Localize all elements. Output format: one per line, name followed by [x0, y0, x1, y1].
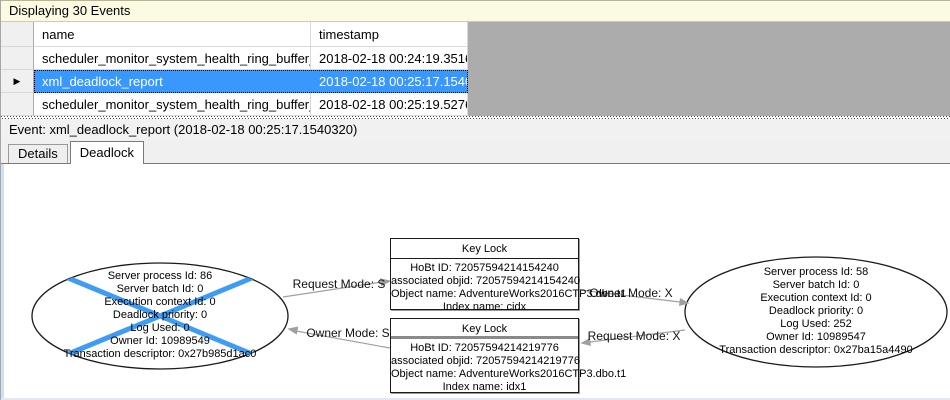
cell-timestamp[interactable]: 2018-02-18 00:25:19.5276859 — [311, 93, 468, 116]
process-node: Server process Id: 58 Server batch Id: 0… — [691, 266, 941, 357]
column-header-timestamp[interactable]: timestamp — [311, 22, 468, 47]
resource-node-key-lock-idx1: Key Lock HoBt ID: 72057594214219776 asso… — [390, 318, 627, 393]
resource-line: Object name: AdventureWorks2016CTP3.dbo.… — [391, 368, 627, 380]
deadlock-edges — [282, 278, 690, 349]
process-line: Owner Id: 10989549 — [110, 335, 210, 347]
process-line: Server batch Id: 0 — [116, 283, 204, 295]
edge-label-request-mode-x: Request Mode: X — [587, 329, 681, 343]
arrowhead-icon — [287, 326, 299, 335]
process-node-victim: Server process Id: 86 Server batch Id: 0… — [36, 270, 284, 361]
process-line: Execution context Id: 0 — [104, 296, 216, 308]
process-line: Deadlock priority: 0 — [112, 309, 208, 321]
resource-line: HoBt ID: 72057594214154240 — [410, 262, 559, 274]
cell-timestamp[interactable]: 2018-02-18 00:25:17.1540320 — [311, 70, 468, 93]
current-row-icon: ▶ — [13, 75, 21, 86]
cell-timestamp[interactable]: 2018-02-18 00:24:19.3516078 — [311, 47, 468, 70]
events-count-label: Displaying 30 Events — [9, 3, 131, 18]
grid-splitter[interactable] — [1, 116, 950, 119]
resource-node-key-lock-cidx: Key Lock HoBt ID: 72057594214154240 asso… — [390, 238, 627, 313]
detail-tabstrip: Details Deadlock — [1, 140, 950, 164]
arrowhead-icon — [678, 297, 690, 307]
cell-name[interactable]: scheduler_monitor_system_health_ring_buf… — [34, 93, 311, 116]
events-count-bar: Displaying 30 Events — [1, 0, 950, 22]
cell-name[interactable]: scheduler_monitor_system_health_ring_buf… — [34, 47, 311, 70]
edge-label-owner-mode-s: Owner Mode: S — [306, 326, 390, 340]
resource-line: HoBt ID: 72057594214219776 — [410, 342, 559, 354]
edge-label-owner-mode-x: Owner Mode: X — [589, 286, 673, 300]
events-grid: name timestamp scheduler_monitor_system_… — [1, 22, 950, 116]
process-line: Execution context Id: 0 — [760, 292, 872, 304]
process-line: Owner Id: 10989547 — [766, 331, 866, 343]
deadlock-graph-pane: Server process Id: 86 Server batch Id: 0… — [1, 164, 950, 400]
resource-line: associated objid: 72057594214154240 — [391, 275, 580, 287]
resource-line: Index name: cidx — [442, 301, 527, 313]
resource-line: Index name: idx1 — [442, 381, 527, 393]
event-title-label: Event: xml_deadlock_report (2018-02-18 0… — [9, 122, 358, 137]
column-header-name[interactable]: name — [34, 22, 311, 47]
resource-line: Object name: AdventureWorks2016CTP3.dbo.… — [391, 288, 627, 300]
arrowhead-icon — [379, 278, 392, 287]
table-row[interactable]: scheduler_monitor_system_health_ring_buf… — [1, 93, 468, 116]
process-line: Server process Id: 86 — [107, 270, 213, 282]
row-gutter — [1, 47, 34, 70]
resource-title: Key Lock — [391, 319, 578, 339]
process-line: Log Used: 0 — [130, 322, 190, 334]
row-gutter — [1, 93, 34, 116]
resource-line: associated objid: 72057594214219776 — [391, 355, 580, 367]
arrowhead-icon — [580, 337, 592, 347]
process-node-ellipse — [684, 256, 948, 368]
resource-title: Key Lock — [391, 239, 578, 259]
grid-corner-cell — [1, 22, 34, 47]
process-line: Server batch Id: 0 — [772, 279, 860, 291]
event-title-bar: Event: xml_deadlock_report (2018-02-18 0… — [1, 119, 950, 140]
row-gutter: ▶ — [1, 70, 34, 93]
grid-header-row: name timestamp — [1, 22, 468, 47]
table-row-selected[interactable]: ▶ xml_deadlock_report 2018-02-18 00:25:1… — [1, 70, 468, 93]
victim-x-icon — [32, 263, 288, 369]
process-line: Deadlock priority: 0 — [768, 305, 864, 317]
table-row[interactable]: scheduler_monitor_system_health_ring_buf… — [1, 47, 468, 70]
pane-left-edge — [1, 164, 4, 400]
edge-label-request-mode-s: Request Mode: S — [292, 277, 386, 291]
process-line: Server process Id: 58 — [763, 266, 869, 278]
process-line: Transaction descriptor: 0x27ba15a4490 — [719, 344, 913, 356]
cell-name[interactable]: xml_deadlock_report — [34, 70, 311, 93]
pane-bottom-edge — [1, 398, 950, 400]
tab-deadlock[interactable]: Deadlock — [69, 141, 144, 164]
process-line: Transaction descriptor: 0x27b985d1ac0 — [63, 348, 257, 360]
tab-details[interactable]: Details — [8, 144, 68, 163]
deadlock-graph-canvas — [31, 256, 948, 370]
process-line: Log Used: 252 — [780, 318, 852, 330]
